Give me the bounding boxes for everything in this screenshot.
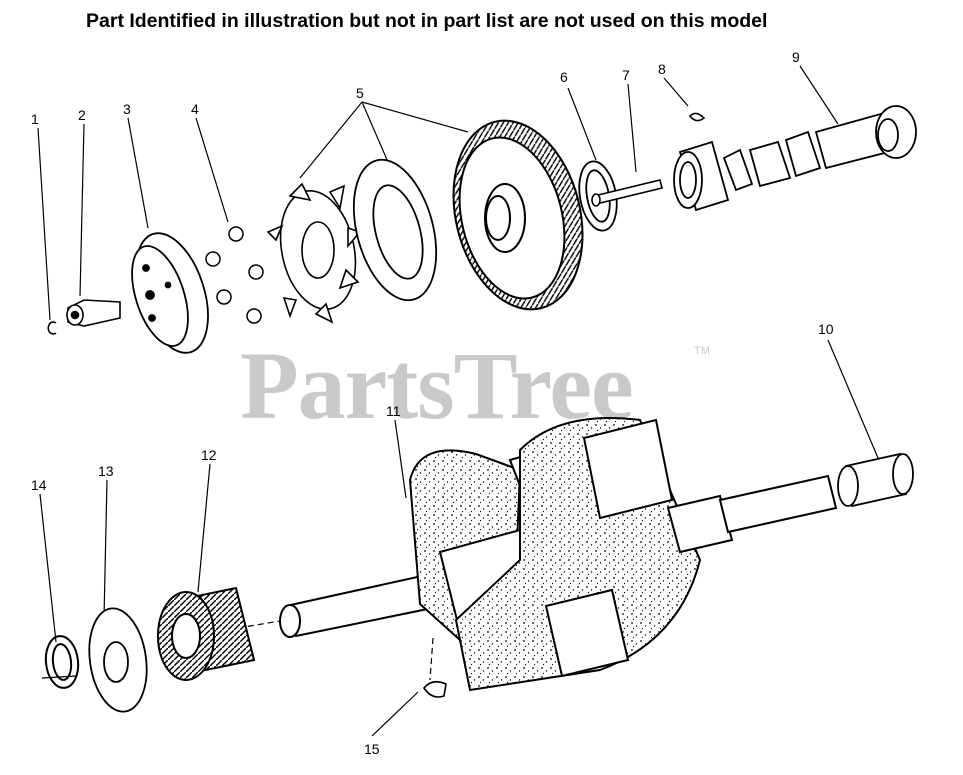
part-15-key [423,680,447,698]
part-14-snap-ring [44,635,80,689]
callout-14: 14 [31,477,47,493]
part-1-clip [47,321,57,335]
part-3-plate [131,232,209,354]
callout-8: 8 [658,61,666,77]
callout-1: 1 [31,111,39,127]
part-8-key [688,112,706,122]
callout-15: 15 [364,741,380,757]
callout-11: 11 [386,403,401,419]
part-12-crank-gear [157,586,256,681]
leader-lines [37,65,879,737]
callout-9: 9 [792,49,800,65]
callout-4: 4 [191,101,199,117]
callout-5: 5 [356,85,364,101]
part-5-gear [452,119,584,311]
part-7-pin [591,179,663,207]
callout-10: 10 [818,321,834,337]
callout-7: 7 [622,67,630,83]
callout-13: 13 [98,463,114,479]
part-9-camshaft [673,105,917,212]
diagram-note: Part Identified in illustration but not … [86,10,768,32]
callout-2: 2 [78,107,86,123]
part-2-bolt [66,299,121,327]
callout-12: 12 [201,447,217,463]
watermark-trademark: TM [694,345,710,357]
callout-6: 6 [560,69,568,85]
part-11-crankshaft [279,417,838,692]
callout-3: 3 [123,101,131,117]
watermark-logo: PartsTree [240,332,634,439]
part-5-governor [266,182,362,324]
part-5-washer [352,158,438,302]
part-13-washer [88,607,148,713]
part-10-bushing [837,452,914,508]
part-4-balls [205,226,264,324]
